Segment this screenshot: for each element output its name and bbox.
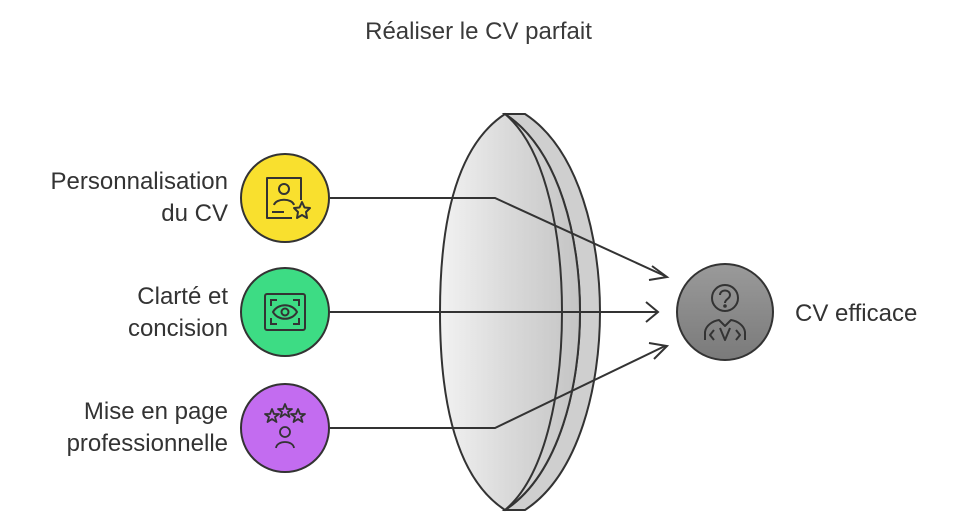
arrowhead-bottom [648, 342, 670, 360]
connector-lines [330, 197, 670, 429]
input-node-personnalisation [240, 153, 330, 243]
input-label-line: du CV [161, 200, 228, 227]
input-node-clarte [240, 267, 330, 357]
input-label-line: Clarté et [137, 283, 228, 310]
diagram-title: Réaliser le CV parfait [365, 18, 592, 45]
input-label-clarte: Clarté et concision [8, 281, 228, 345]
connector-top [330, 197, 666, 277]
input-label-line: Mise en page [83, 398, 228, 425]
input-label-line: concision [127, 315, 228, 342]
input-label-mise-en-page: Mise en page professionnelle [8, 396, 228, 460]
output-node-cv-efficace [676, 263, 774, 361]
eye-focus-icon [264, 293, 306, 331]
arrowhead-top [648, 265, 670, 281]
input-label-personnalisation: Personnalisation du CV [8, 166, 228, 230]
connector-bottom [330, 345, 666, 429]
question-person-icon [704, 284, 746, 341]
input-label-line: professionnelle [66, 430, 228, 457]
input-node-mise-en-page [240, 383, 330, 473]
arrowhead-middle [645, 301, 660, 323]
output-label: CV efficace [795, 300, 918, 327]
input-label-line: Personnalisation [50, 168, 228, 195]
resume-star-icon [266, 177, 311, 219]
stars-person-icon [264, 403, 306, 449]
